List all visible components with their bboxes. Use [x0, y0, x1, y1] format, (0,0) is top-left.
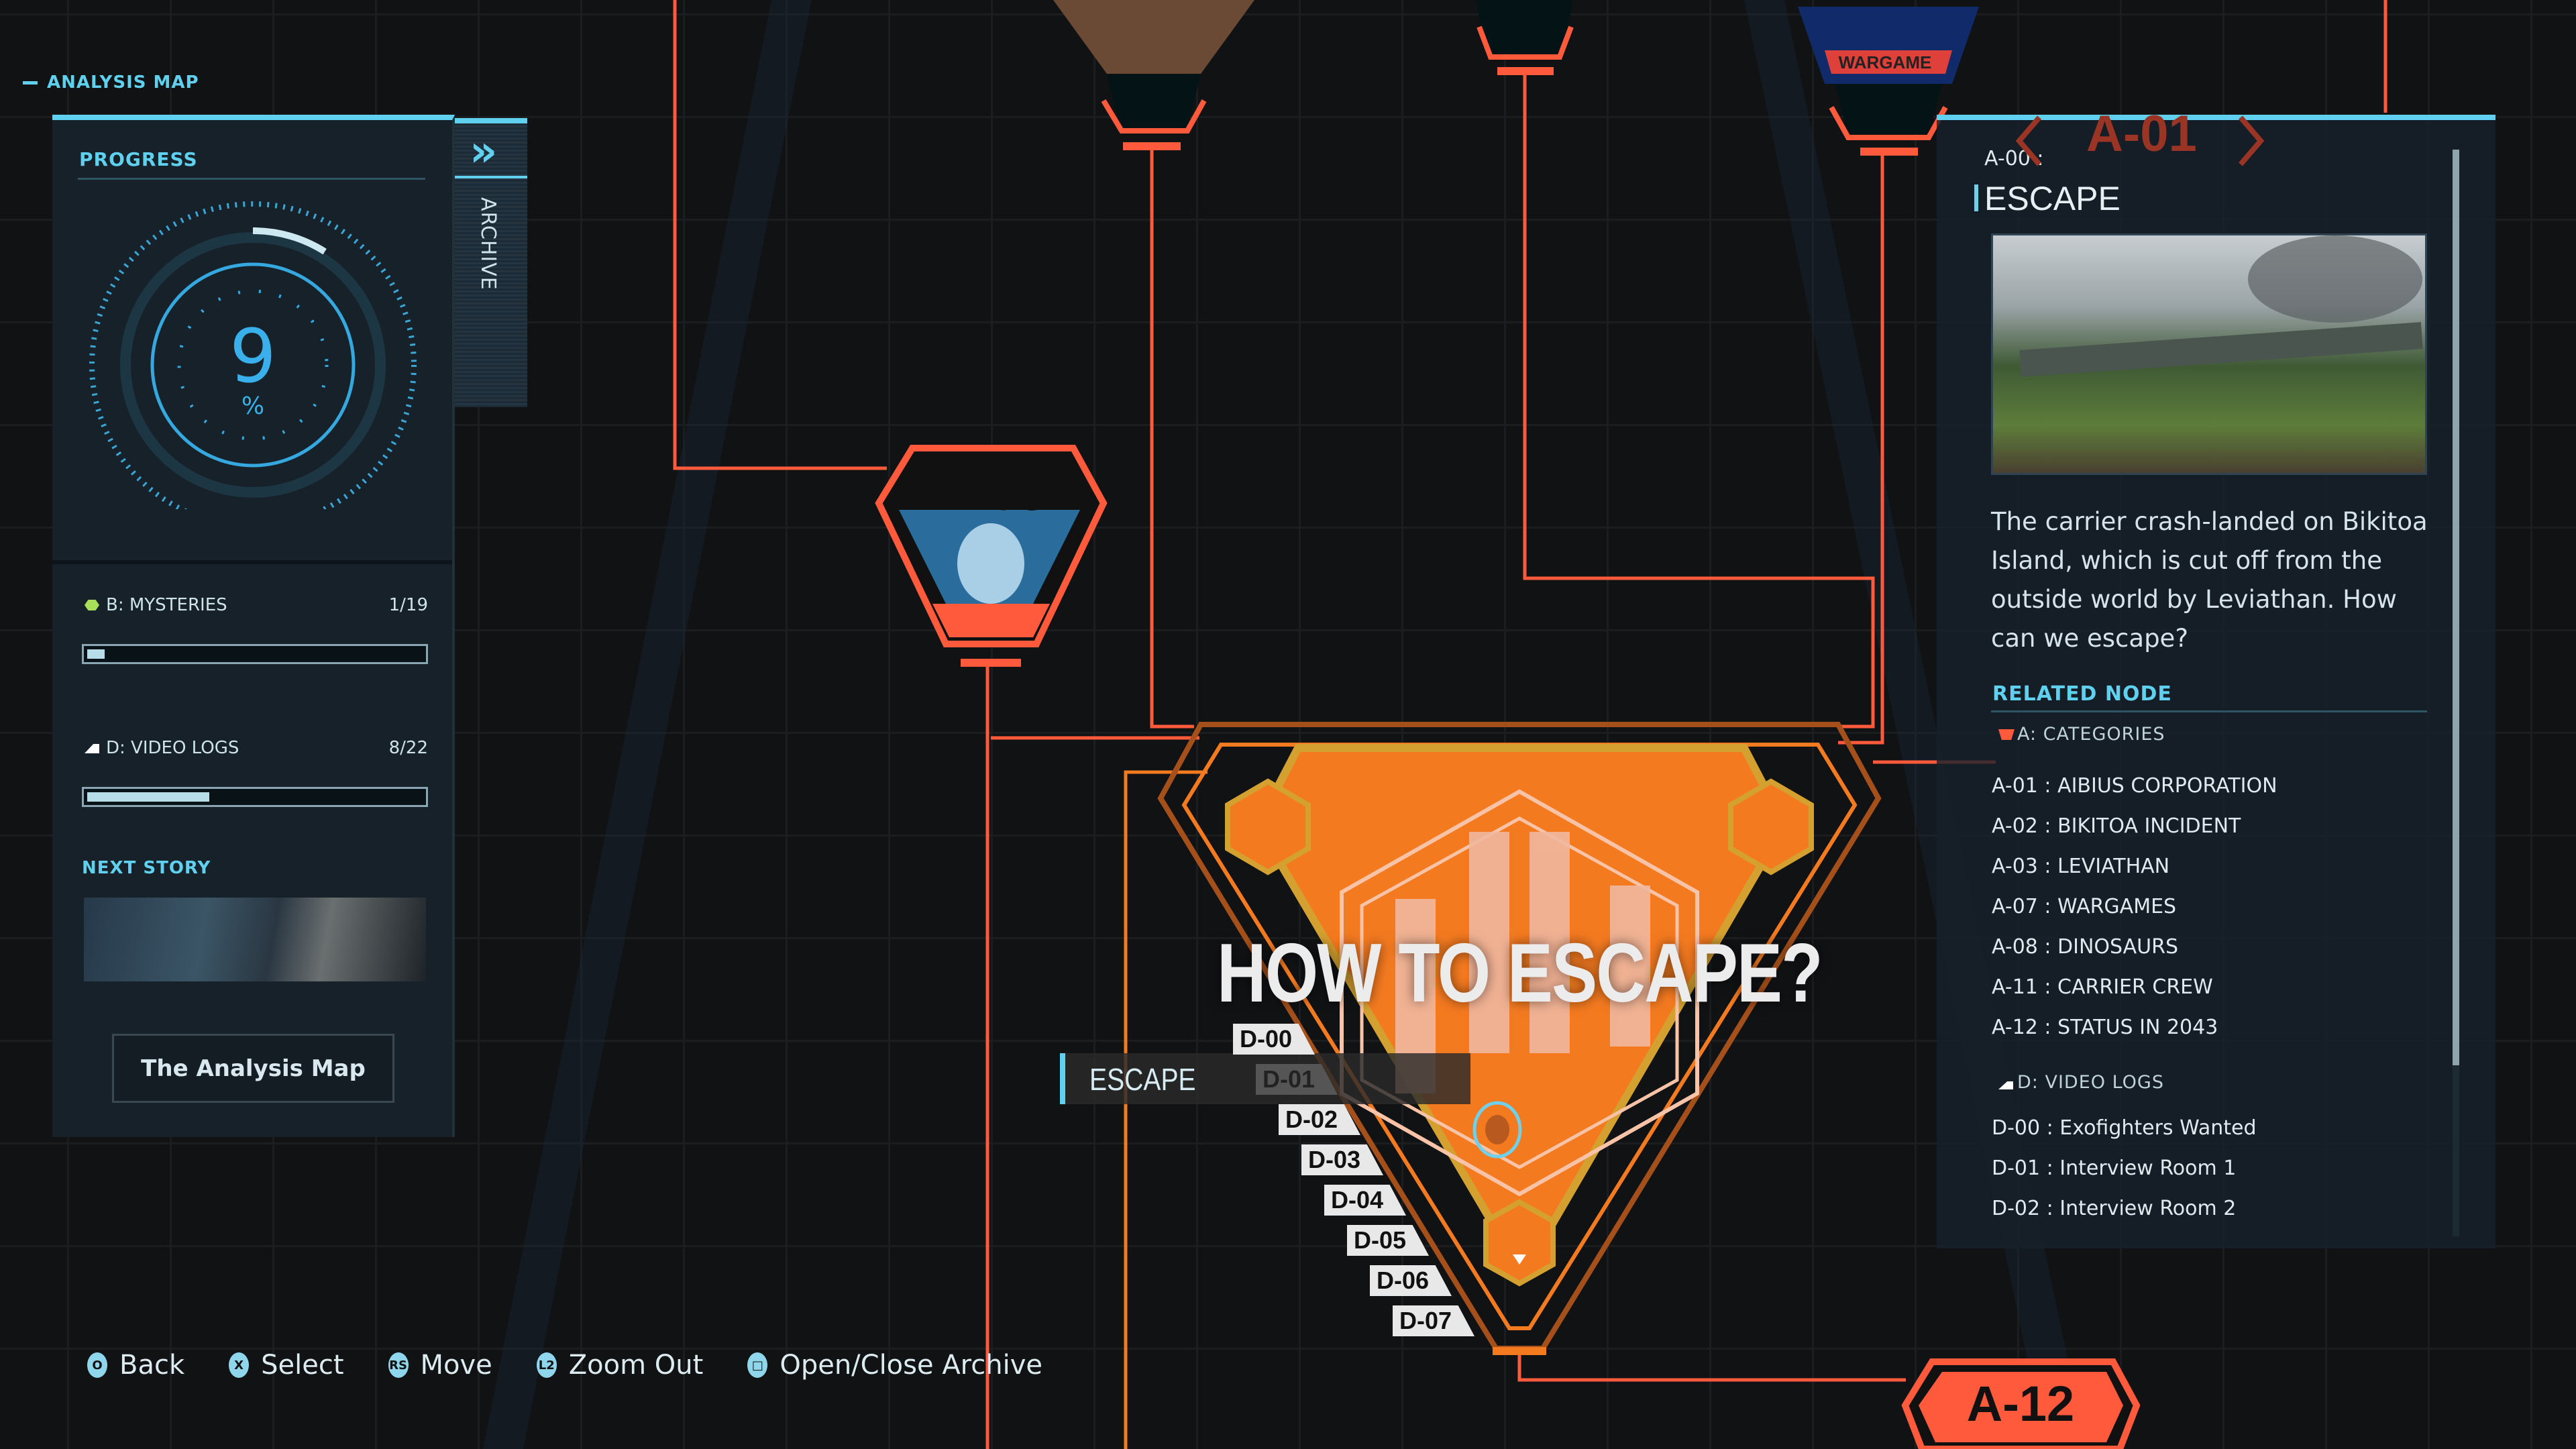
node-title: ESCAPE [1984, 180, 2121, 217]
corner-hex-right [1728, 778, 1814, 875]
selected-node-text: ESCAPE [1089, 1062, 1196, 1097]
node-a12-status[interactable]: A-12 [1901, 1358, 2141, 1449]
mysteries-row: B: MYSTERIES 1/19 [85, 595, 428, 615]
related-node-item[interactable]: A-02 : BIKITOA INCIDENT [1992, 814, 2241, 838]
d-node-label[interactable]: D-07 [1393, 1305, 1475, 1336]
group-a-title: A: CATEGORIES [2017, 724, 2165, 745]
connection-lines [673, 0, 2387, 1449]
progress-percent-value: 9 [229, 313, 276, 399]
related-video-log-item[interactable]: D-01 : Interview Room 1 [1992, 1157, 2237, 1180]
related-node-title: RELATED NODE [1992, 682, 2172, 706]
next-story-title: NEXT STORY [82, 858, 211, 878]
central-node-title: HOW TO ESCAPE? [1217, 927, 1823, 1020]
selected-node-label-escape[interactable]: ESCAPE [1060, 1053, 1470, 1104]
node-a08-dinosaurs[interactable] [1053, 0, 1254, 150]
detail-scrollbar-thumb[interactable] [2453, 150, 2459, 1065]
hint-label: Open/Close Archive [780, 1350, 1042, 1381]
hint-label: Move [420, 1350, 492, 1381]
screen-title: ANALYSIS MAP [23, 72, 199, 93]
video-logs-progress-bar [82, 787, 428, 807]
hint-move[interactable]: RS Move [388, 1350, 492, 1381]
related-node-item[interactable]: A-08 : DINOSAURS [1992, 935, 2179, 959]
progress-title: PROGRESS [79, 148, 198, 170]
progress-arc [252, 227, 327, 255]
video-log-icon [1998, 1081, 2013, 1089]
video-logs-count: 8/22 [388, 738, 428, 758]
archive-tab[interactable]: » ARCHIVE [455, 118, 527, 407]
double-chevron-right-icon: » [470, 127, 498, 176]
l2-button-icon: L2 [536, 1352, 557, 1378]
hint-label: Zoom Out [568, 1350, 704, 1381]
categories-icon [1998, 729, 2015, 740]
related-node-item[interactable]: A-07 : WARGAMES [1992, 895, 2177, 918]
progress-percent-sign: % [241, 392, 264, 420]
square-button-icon: □ [747, 1352, 768, 1378]
circle-button-icon: O [87, 1352, 107, 1378]
related-node-item[interactable]: A-03 : LEVIATHAN [1992, 855, 2170, 878]
video-logs-row: D: VIDEO LOGS 8/22 [85, 738, 428, 758]
d-node-label[interactable]: D-04 [1324, 1185, 1407, 1216]
mysteries-progress-bar [82, 644, 428, 664]
related-node-item[interactable]: A-12 : STATUS IN 2043 [1992, 1016, 2218, 1039]
hint-open-close-archive[interactable]: □ Open/Close Archive [747, 1350, 1042, 1381]
related-node-item[interactable]: A-11 : CARRIER CREW [1992, 975, 2213, 999]
group-d-title: D: VIDEO LOGS [2017, 1072, 2164, 1093]
node-image [1991, 233, 2427, 475]
node-detail-panel: A-00 : ESCAPE The carrier crash-landed o… [1937, 115, 2496, 1248]
node-a07-wargames[interactable]: WARGAME [1798, 7, 1979, 156]
mysteries-label: B: MYSTERIES [106, 595, 227, 615]
corner-hex-left [1225, 778, 1311, 875]
archive-label: ARCHIVE [476, 197, 500, 290]
rs-button-icon: RS [388, 1352, 409, 1378]
related-video-log-item[interactable]: D-02 : Interview Room 2 [1992, 1197, 2237, 1220]
video-logs-label: D: VIDEO LOGS [106, 738, 239, 758]
a01-node-label: A-01 [2086, 105, 2197, 162]
node-a03-leviathan[interactable]: A-03 [875, 445, 1108, 667]
node-a01[interactable] [2012, 111, 2267, 171]
central-node-how-to-escape[interactable] [1157, 722, 1882, 1355]
node-description: The carrier crash-landed on Bikitoa Isla… [1991, 507, 2428, 653]
d-node-label[interactable]: D-06 [1370, 1265, 1452, 1296]
wargame-node-label: WARGAME [1839, 52, 1932, 72]
next-story-thumbnail[interactable] [84, 898, 426, 981]
hint-back[interactable]: O Back [87, 1350, 184, 1381]
hint-label: Select [261, 1350, 344, 1381]
mysteries-count: 1/19 [388, 595, 428, 615]
hint-zoom-out[interactable]: L2 Zoom Out [536, 1350, 704, 1381]
button-hints-bar: O Back X Select RS Move L2 Zoom Out □ Open/Close … [87, 1350, 1042, 1381]
related-video-log-item[interactable]: D-00 : Exofighters Wanted [1992, 1116, 2257, 1140]
hexagon-icon [85, 600, 99, 610]
progress-gauge: 9 % [89, 201, 417, 509]
hint-select[interactable]: X Select [229, 1350, 344, 1381]
analysis-map-button[interactable]: The Analysis Map [112, 1034, 394, 1103]
hint-label: Back [119, 1350, 185, 1381]
corner-hex-bottom [1483, 1199, 1556, 1287]
progress-panel: PROGRESS 9 % B: MYSTERIES 1/19 D: VIDEO … [52, 115, 455, 1137]
cursor-reticle-icon [1472, 1101, 1522, 1159]
a03-node-label: A-03 [936, 464, 1046, 521]
cross-button-icon: X [229, 1352, 250, 1378]
a12-node-label: A-12 [1967, 1376, 2074, 1432]
video-log-icon [85, 744, 99, 753]
related-node-item[interactable]: A-01 : AIBIUS CORPORATION [1992, 774, 2277, 798]
node-top-center[interactable] [1476, 0, 1574, 75]
d-node-label[interactable]: D-05 [1347, 1225, 1430, 1256]
